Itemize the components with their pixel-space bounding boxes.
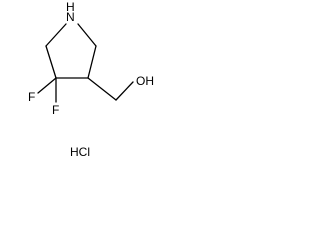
atom-label-fluorine-2: F [52, 103, 59, 117]
bond-c5-n [45, 23, 67, 47]
atom-label-hydrogen: H [66, 0, 75, 14]
bond-n-c2 [77, 23, 97, 47]
bond-c2-c3 [87, 45, 97, 79]
atom-label-nitrogen: N [66, 10, 75, 24]
bond-c3-ch2 [87, 77, 117, 101]
salt-label: HCl [70, 145, 90, 159]
atom-label-fluorine-1: F [28, 90, 35, 104]
bond-ch2-o [115, 81, 134, 101]
bond-c4-f1 [37, 77, 57, 94]
bond-c4-c5 [45, 45, 57, 79]
atom-label-hydroxyl: OH [136, 74, 154, 88]
chemical-structure: N H F F OH HCl [28, 0, 154, 159]
